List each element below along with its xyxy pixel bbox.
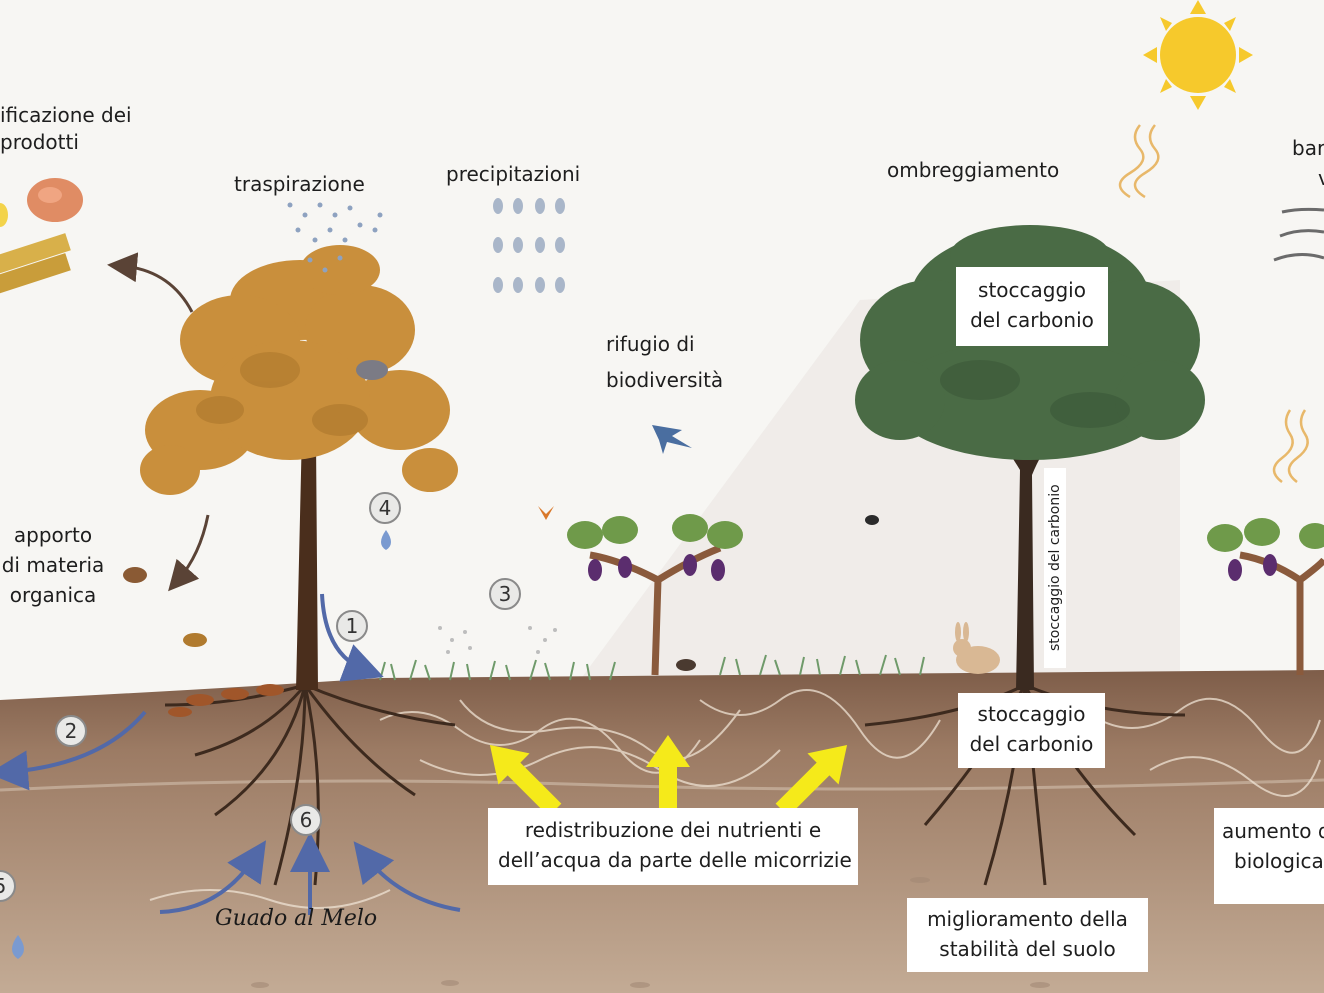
marker-3: 3: [489, 578, 521, 610]
water-infiltration-arrow: [320, 593, 384, 682]
uptake-arrow-right: [353, 841, 461, 912]
runoff-arrow: [0, 710, 147, 791]
label-barriera-partial: bar v: [1292, 133, 1324, 193]
signature-guado-al-melo: Guado al Melo: [215, 906, 378, 931]
label-rifugio-line2: biodiversità: [606, 368, 724, 392]
water-drop-icon: [381, 530, 391, 550]
transpiration-dots: [287, 202, 383, 273]
marker-1: 1: [336, 610, 368, 642]
grapevine: [567, 514, 743, 676]
soil-layer-line: [0, 778, 1324, 792]
box-stoccaggio-radici-line1: stoccaggio: [977, 702, 1086, 726]
box-stoccaggio-chioma-line1: stoccaggio: [978, 278, 1086, 302]
marker-2: 2: [55, 715, 87, 747]
marker-6: 6: [290, 804, 322, 836]
nutrient-arrows: [489, 735, 848, 817]
organic-matter-arrow: [168, 514, 210, 592]
sun-icon: [1143, 0, 1253, 110]
wind-arrows: [1273, 207, 1324, 262]
box-aumento-biologica: aumento d biologica: [1214, 808, 1324, 904]
box-redistribuzione-nutrienti: redistribuzione dei nutrienti e dell’acq…: [488, 808, 858, 885]
box-stoccaggio-radici-line2: del carbonio: [969, 732, 1094, 756]
box-miglioramento-line2: stabilità del suolo: [939, 937, 1116, 961]
products-icon: [0, 178, 83, 295]
box-miglioramento-line1: miglioramento della: [927, 907, 1128, 931]
label-ombreggiamento: ombreggiamento: [887, 158, 1060, 182]
label-rifugio-biodiversita: rifugio di biodiversità: [606, 326, 723, 398]
autumn-tree: [123, 245, 458, 886]
box-redistribuzione-line1: redistribuzione dei nutrienti e: [524, 818, 822, 842]
label-barriera-line2: v: [1318, 166, 1324, 190]
box-aumento-line2: biologica: [1234, 849, 1324, 873]
label-traspirazione: traspirazione: [234, 172, 365, 196]
label-apporto-line2: di materia: [1, 553, 105, 577]
label-precipitazioni: precipitazioni: [446, 162, 581, 186]
swallow-icon: [652, 425, 692, 454]
precipitation-drops: [493, 198, 565, 293]
autumn-tree-roots: [164, 683, 456, 886]
product-arrow: [107, 252, 194, 313]
box-stoccaggio-chioma-line2: del carbonio: [970, 308, 1094, 332]
uptake-arrow-left: [159, 840, 267, 914]
bird-icon: [356, 360, 388, 380]
pebbles: [251, 877, 1050, 988]
label-valorizzazione-line2: prodotti: [0, 130, 79, 154]
box-stoccaggio-radici: stoccaggio del carbonio: [958, 693, 1105, 768]
butterfly-icon: [538, 506, 554, 520]
box-miglioramento-stabilita: miglioramento della stabilità del suolo: [907, 898, 1148, 972]
marker-4: 4: [369, 492, 401, 524]
rabbit-icon: [953, 622, 1000, 674]
label-valorizzazione-prodotti: ificazione dei prodotti: [0, 100, 132, 157]
seeds: [438, 626, 557, 654]
mycorrhiza-network: [149, 689, 1321, 909]
box-stoccaggio-chioma: stoccaggio del carbonio: [956, 267, 1108, 346]
label-apporto-materia-organica: apporto di materia organica: [0, 520, 106, 610]
leaf-litter: [123, 567, 284, 717]
label-valorizzazione-line1: ificazione dei: [0, 103, 132, 127]
label-barriera-line1: bar: [1292, 136, 1324, 160]
label-apporto-line3: organica: [9, 583, 97, 607]
label-rifugio-line1: rifugio di: [606, 332, 695, 356]
box-redistribuzione-line2: dell’acqua da parte delle micorrizie: [498, 848, 852, 872]
label-apporto-line1: apporto: [13, 523, 93, 547]
bee-icon: [865, 515, 879, 525]
box-stoccaggio-vertical: stoccaggio del carbonio: [1044, 468, 1066, 668]
hedgehog-icon: [676, 659, 696, 671]
water-drop-icon: [12, 935, 24, 959]
grapevine-right: [1207, 518, 1324, 675]
heat-waves: [1118, 124, 1309, 483]
box-aumento-line1: aumento d: [1222, 819, 1324, 843]
